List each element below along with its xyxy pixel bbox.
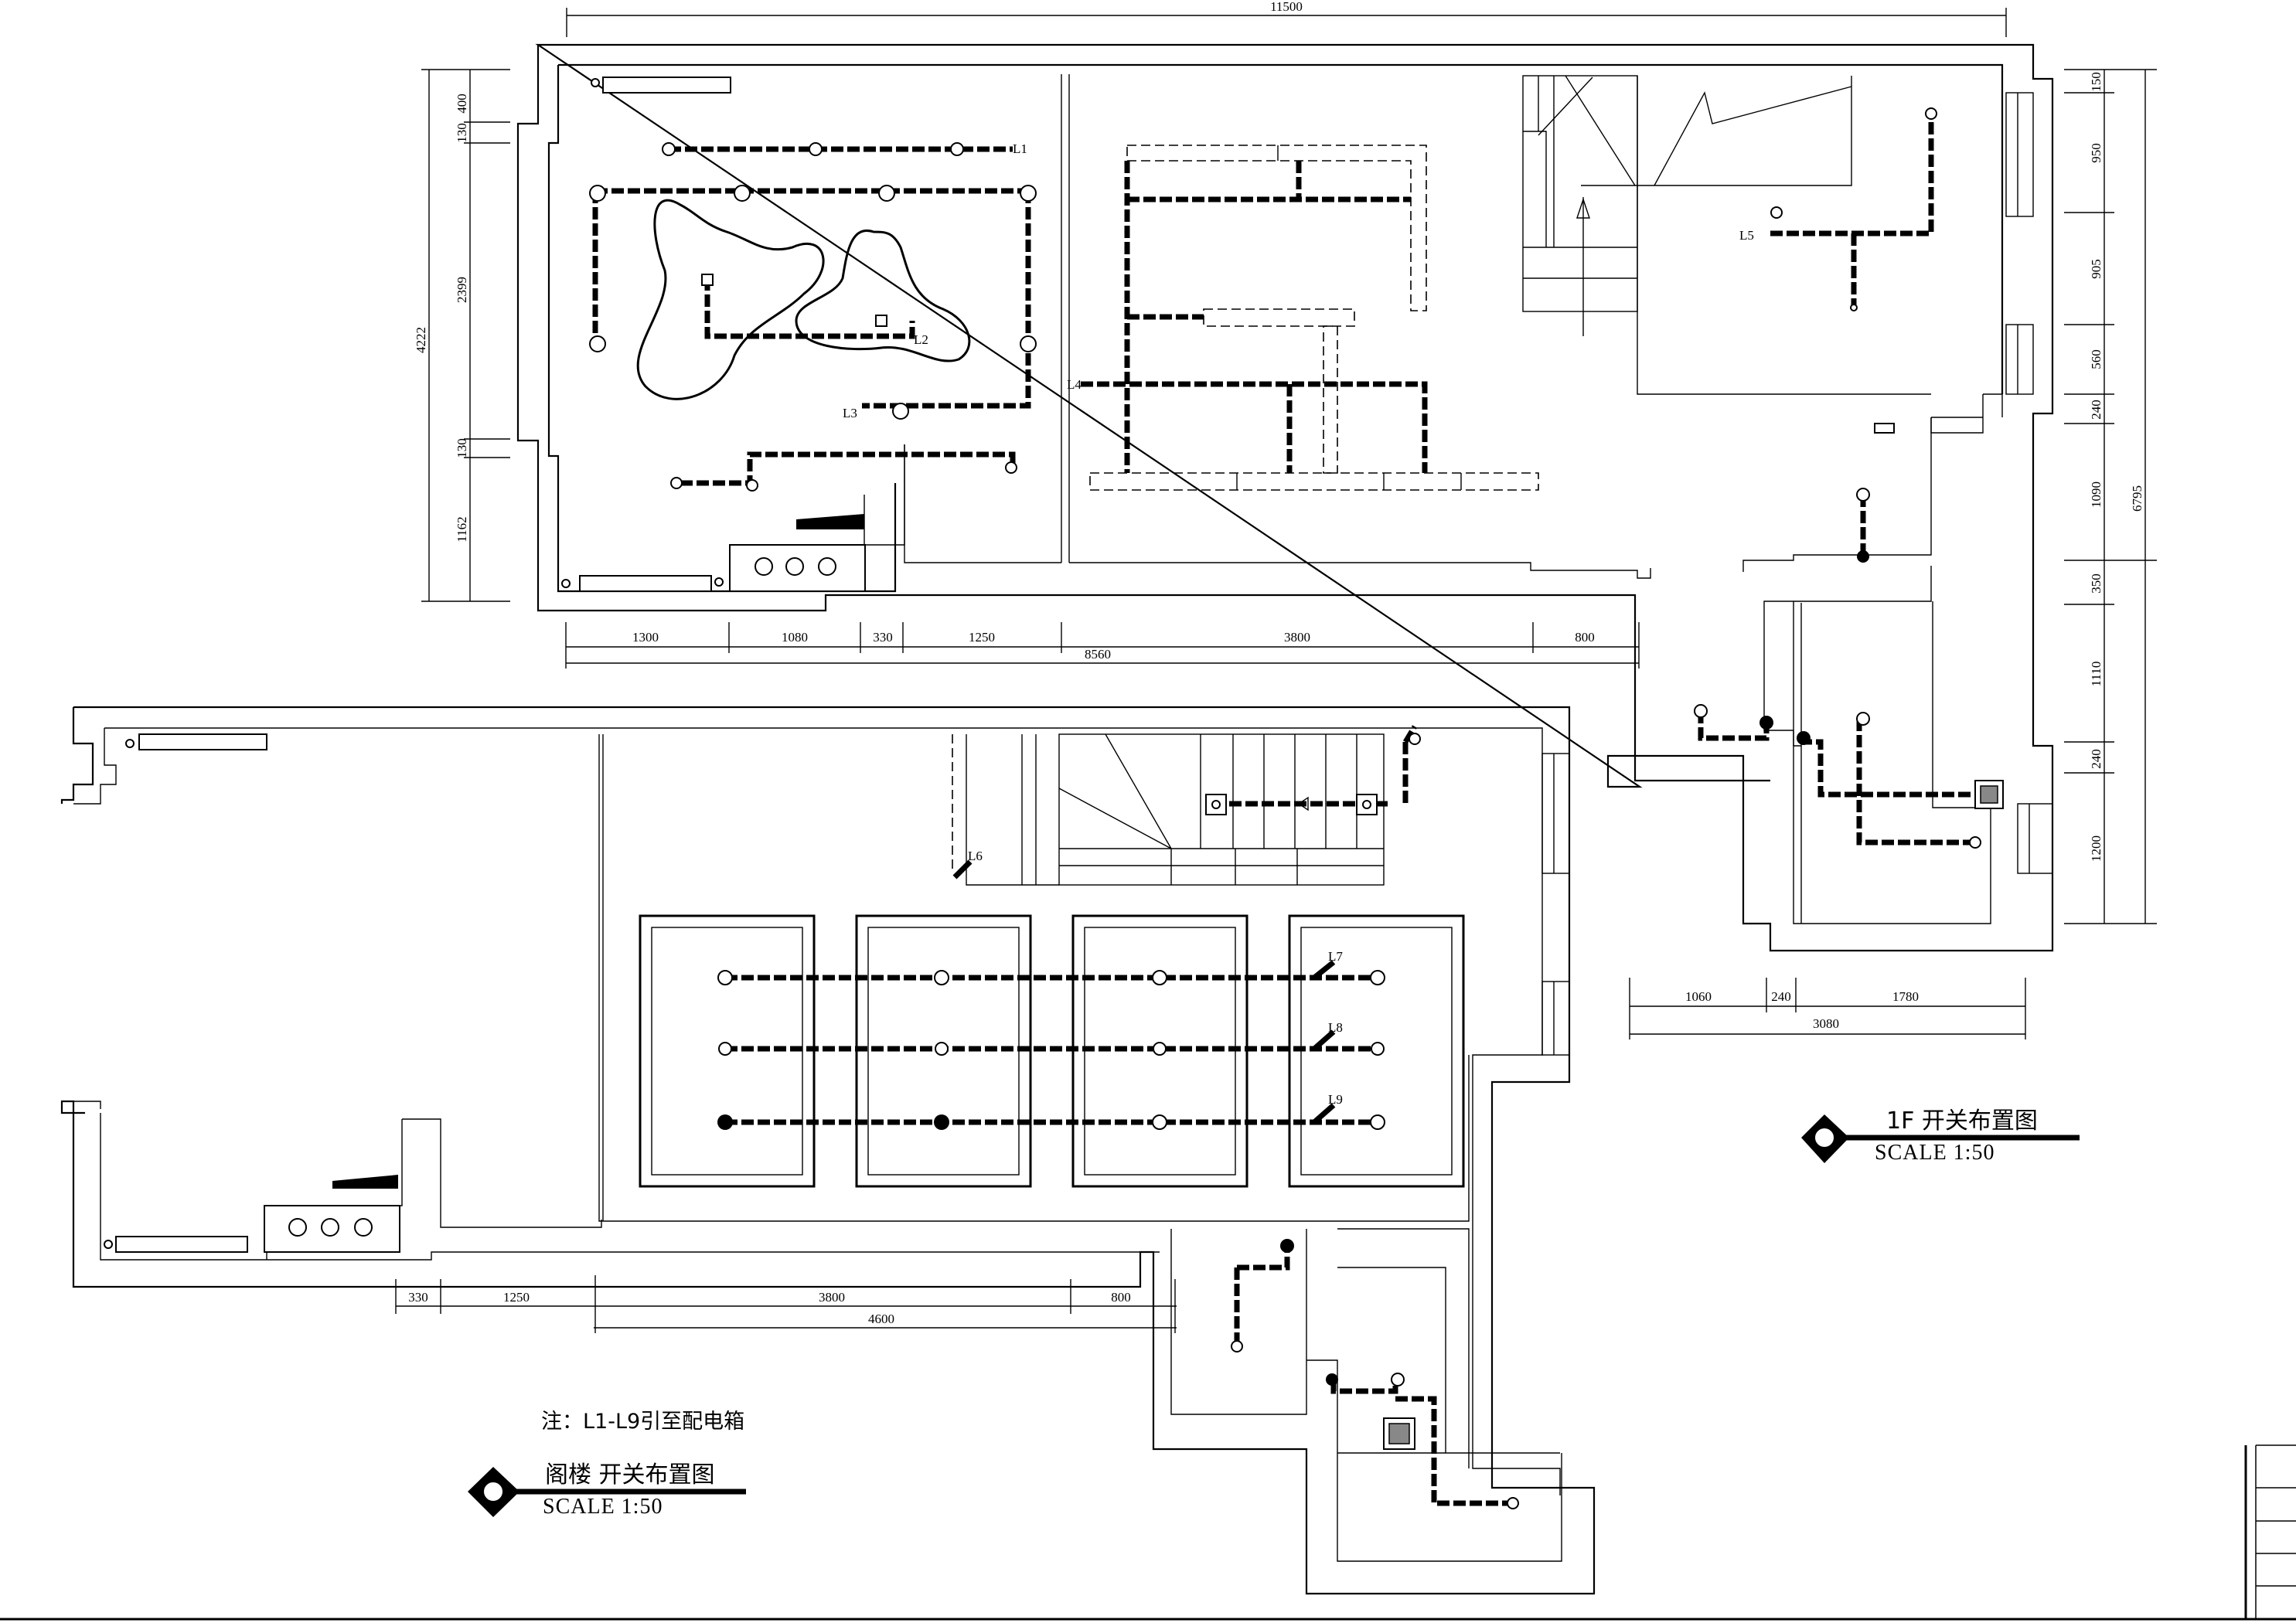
label-l2: L2 — [914, 332, 928, 347]
1f-bath-wall — [1793, 601, 1991, 924]
1f-title: 1F 开关布置图 — [1886, 1108, 2038, 1135]
attic-stairs — [952, 733, 1385, 886]
svg-text:1162: 1162 — [455, 516, 469, 542]
attic-scale: SCALE 1:50 — [543, 1495, 663, 1519]
svg-text:1250: 1250 — [969, 630, 995, 645]
svg-text:130: 130 — [455, 123, 469, 143]
attic-note: 注：L1-L9引至配电箱 — [541, 1410, 744, 1434]
label-l4: L4 — [1067, 377, 1082, 392]
1f-ceiling-frame — [1089, 145, 1539, 491]
sheet-border — [0, 1444, 2296, 1621]
label-l6: L6 — [968, 849, 983, 863]
attic-outer-wall — [60, 706, 1596, 1595]
svg-text:1060: 1060 — [1685, 989, 1712, 1004]
label-l8: L8 — [1328, 1020, 1343, 1035]
svg-text:1080: 1080 — [782, 630, 808, 645]
1f-wiring-center — [1081, 161, 1428, 473]
svg-text:950: 950 — [2089, 143, 2104, 163]
plan-1f: L1 L2 L3 L4 L5 11500 1300 1080 330 1250 — [414, 0, 2157, 1165]
1f-shelf-top — [602, 77, 731, 94]
attic-bath — [1170, 1228, 1562, 1562]
label-l7: L7 — [1328, 949, 1343, 964]
1f-right-wall — [1763, 393, 2003, 747]
1f-title-block: 1F 开关布置图 SCALE 1:50 — [1801, 1108, 2080, 1165]
svg-text:350: 350 — [2089, 573, 2104, 594]
svg-text:240: 240 — [2089, 749, 2104, 769]
svg-text:8560: 8560 — [1085, 647, 1111, 662]
svg-text:1300: 1300 — [632, 630, 659, 645]
svg-text:1090: 1090 — [2089, 481, 2104, 508]
1f-socket-bottomleft — [561, 579, 571, 588]
1f-wiring-left — [592, 146, 1031, 486]
label-l1: L1 — [1013, 141, 1027, 156]
svg-text:1780: 1780 — [1892, 989, 1919, 1004]
1f-fixtures-left — [589, 142, 1037, 492]
attic-room — [598, 734, 1470, 1222]
attic-title-block: 阁楼 开关布置图 SCALE 1:50 — [468, 1461, 746, 1519]
attic-shelf-top — [138, 733, 267, 750]
svg-text:1200: 1200 — [2089, 835, 2104, 862]
svg-text:330: 330 — [873, 630, 893, 645]
1f-blob-ceiling — [636, 199, 825, 400]
svg-text:6795: 6795 — [2130, 485, 2144, 512]
svg-text:800: 800 — [1575, 630, 1595, 645]
attic-dim-bottom: 330 1250 3800 800 4600 — [395, 1275, 1177, 1333]
svg-text:150: 150 — [2089, 72, 2104, 92]
attic-title: 阁楼 开关布置图 — [545, 1461, 715, 1489]
1f-wiring-right — [1694, 107, 2004, 849]
1f-windows — [2005, 92, 2053, 874]
1f-outer-wall — [535, 43, 2054, 952]
svg-text:3080: 3080 — [1813, 1016, 1839, 1031]
svg-text:905: 905 — [2089, 259, 2104, 279]
svg-text:400: 400 — [455, 94, 469, 114]
attic-shelf-bottom — [115, 1236, 248, 1253]
1f-outline — [516, 45, 1770, 782]
attic-windows — [1541, 753, 1570, 1056]
svg-text:560: 560 — [2089, 349, 2104, 369]
1f-dim-right: 150 950 905 560 240 1090 350 1110 240 12… — [2064, 69, 2157, 924]
svg-text:240: 240 — [1771, 989, 1791, 1004]
svg-text:3800: 3800 — [1284, 630, 1310, 645]
1f-inner-wall — [547, 63, 2004, 593]
label-l5: L5 — [1739, 228, 1754, 243]
svg-text:4600: 4600 — [868, 1312, 894, 1326]
svg-text:11500: 11500 — [1270, 0, 1303, 14]
plan-attic: L6 L7 L8 L9 330 1250 3800 800 4600 注：L1-… — [60, 706, 1596, 1595]
label-l3: L3 — [843, 406, 857, 420]
svg-text:1250: 1250 — [503, 1290, 530, 1305]
attic-wiring — [717, 725, 1519, 1509]
svg-text:2399: 2399 — [455, 277, 469, 303]
label-l9: L9 — [1328, 1092, 1343, 1107]
1f-dim-left: 400 130 2399 4222 130 1162 — [414, 69, 510, 602]
1f-blob-ceiling-2 — [795, 229, 971, 362]
1f-socket-topleft — [591, 78, 600, 87]
1f-dim-lower-right: 1060 240 1780 3080 — [1629, 978, 2026, 1039]
svg-text:130: 130 — [455, 438, 469, 458]
attic-inner — [73, 727, 1561, 1495]
1f-dim-top: 11500 — [566, 0, 2007, 37]
svg-text:330: 330 — [408, 1290, 428, 1305]
1f-scale: SCALE 1:50 — [1875, 1141, 1995, 1165]
svg-text:4222: 4222 — [414, 327, 428, 353]
1f-shelf-bottom — [579, 575, 712, 592]
1f-stairs — [1522, 75, 1931, 395]
svg-text:240: 240 — [2089, 400, 2104, 420]
1f-room-divider — [904, 74, 1932, 579]
svg-text:800: 800 — [1111, 1290, 1131, 1305]
svg-text:3800: 3800 — [819, 1290, 845, 1305]
svg-text:1110: 1110 — [2089, 662, 2104, 687]
1f-dim-bottom: 1300 1080 330 1250 3800 800 8560 — [565, 622, 1640, 669]
1f-hood — [796, 514, 864, 529]
attic-hood — [332, 1175, 398, 1189]
1f-socket-bottom — [714, 577, 724, 587]
attic-left-top — [60, 707, 94, 804]
